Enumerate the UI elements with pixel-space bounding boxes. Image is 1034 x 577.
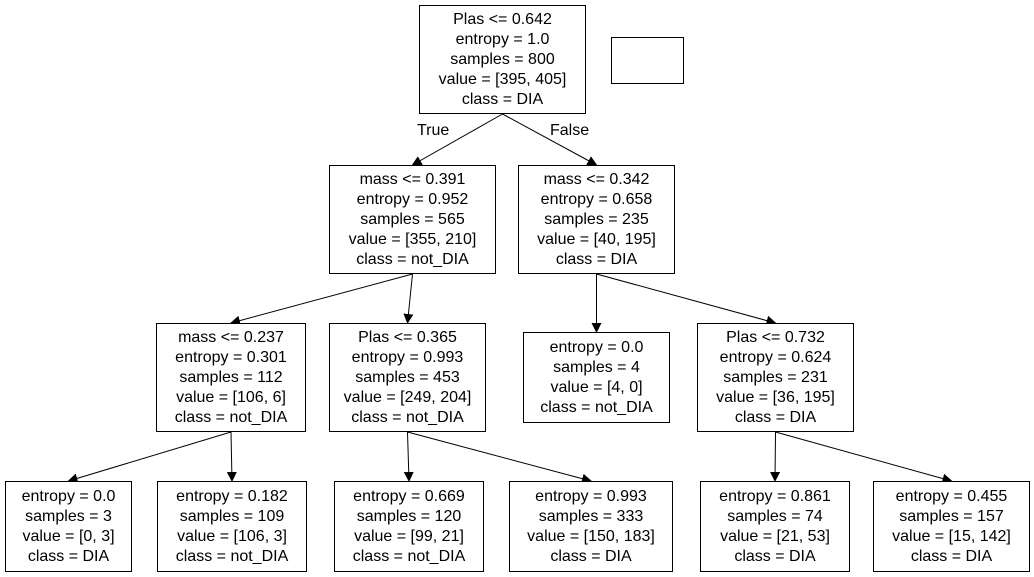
node-text-line: class = not_DIA xyxy=(351,408,464,426)
node-text-line: entropy = 0.669 xyxy=(353,487,465,505)
node-text-line: Plas <= 0.732 xyxy=(726,328,825,346)
node-text-line: samples = 120 xyxy=(356,507,462,525)
node-text-line: mass <= 0.391 xyxy=(359,170,466,188)
edge-n0-n2 xyxy=(502,113,598,166)
node-text-line: value = [249, 204] xyxy=(343,388,472,406)
node-text-line: class = not_DIA xyxy=(352,547,466,565)
node-text-line: value = [355, 210] xyxy=(348,230,477,248)
node-text-line: value = [40, 195] xyxy=(537,230,656,248)
node-text-line: samples = 800 xyxy=(450,50,555,68)
node-text-line: Plas <= 0.642 xyxy=(453,10,552,28)
edge-label-n0-n2: False xyxy=(550,122,590,139)
node-text-line: value = [4, 0] xyxy=(550,378,643,396)
node-text-line: samples = 565 xyxy=(360,210,465,228)
node-text-line: Plas <= 0.365 xyxy=(358,328,457,346)
node-text-line: samples = 4 xyxy=(553,358,640,376)
node-text-line: samples = 112 xyxy=(179,368,283,386)
node-text-line: mass <= 0.342 xyxy=(543,170,650,188)
edge-n1-n3 xyxy=(230,273,413,326)
node-text-line: samples = 231 xyxy=(723,368,828,386)
node-text-line: entropy = 1.0 xyxy=(455,30,550,48)
node-text-line: value = [106, 6] xyxy=(176,388,286,406)
edge-n3-n8 xyxy=(226,431,237,482)
node-text-line: value = [99, 21] xyxy=(354,527,464,545)
node-text-line: entropy = 0.861 xyxy=(719,487,831,505)
tree-node-n11: entropy = 0.861 samples = 74 value = [21, … xyxy=(700,481,850,572)
tree-node-n1: mass <= 0.391 entropy = 0.952 samples = 56… xyxy=(329,165,496,274)
node-text-line: class = DIA xyxy=(461,90,544,108)
node-text-line: samples = 157 xyxy=(899,507,1004,525)
edge-n6-n11 xyxy=(770,431,781,482)
node-text-line: entropy = 0.301 xyxy=(175,348,287,366)
node-text-line: class = DIA xyxy=(27,547,110,565)
tree-node-n5: entropy = 0.0 samples = 4 value = [4, 0] cl… xyxy=(523,332,670,423)
tree-node-n9: entropy = 0.669 samples = 120 value = [99,… xyxy=(334,481,484,572)
node-text-line: samples = 453 xyxy=(355,368,460,386)
node-text-line: value = [106, 3] xyxy=(177,527,287,545)
node-text-line: class = not_DIA xyxy=(356,250,469,268)
node-text-line: value = [21, 53] xyxy=(720,527,830,545)
node-text-line: class = DIA xyxy=(550,547,632,565)
node-text-line: entropy = 0.624 xyxy=(719,348,832,366)
node-text-line: class = not_DIA xyxy=(174,408,288,426)
node-text-line: entropy = 0.993 xyxy=(535,487,647,505)
tree-node-n4: Plas <= 0.365 entropy = 0.993 samples = 45… xyxy=(329,323,486,432)
edge-n2-n6 xyxy=(596,273,777,326)
edge-n1-n4 xyxy=(403,273,414,324)
node-text-line: samples = 109 xyxy=(179,507,285,525)
edge-label-n0-n1: True xyxy=(417,122,450,139)
tree-node-n12: entropy = 0.455 samples = 157 value = [15,… xyxy=(873,481,1030,572)
node-text-line: class = not_DIA xyxy=(175,547,289,565)
node-text-line: entropy = 0.0 xyxy=(549,338,644,356)
node-text-line: value = [0, 3] xyxy=(22,527,115,545)
node-text-line: entropy = 0.0 xyxy=(21,487,116,505)
node-text-line: class = not_DIA xyxy=(540,398,653,416)
node-text-line: entropy = 0.455 xyxy=(895,487,1008,505)
tree-node-n7: entropy = 0.0 samples = 3 value = [0, 3] cl… xyxy=(5,481,132,572)
node-text-line: mass <= 0.237 xyxy=(178,328,284,346)
node-text-line: samples = 333 xyxy=(538,507,644,525)
node-text-line: class = DIA xyxy=(734,547,816,565)
node-text-line: value = [36, 195] xyxy=(716,388,835,406)
node-text-line: value = [150, 183] xyxy=(527,527,655,545)
tree-node-n3: mass <= 0.237 entropy = 0.301 samples = 11… xyxy=(156,323,306,432)
edge-n0-n1 xyxy=(411,113,503,166)
tree-node-n8: entropy = 0.182 samples = 109 value = [106… xyxy=(157,481,307,572)
edge-n4-n9 xyxy=(403,431,414,482)
tree-node-n2: mass <= 0.342 entropy = 0.658 samples = 23… xyxy=(518,165,675,274)
empty-legend-box xyxy=(611,37,684,84)
node-text-line: samples = 3 xyxy=(25,507,112,525)
node-text-line: class = DIA xyxy=(555,250,638,268)
node-text-line: value = [15, 142] xyxy=(892,527,1011,545)
node-text-line: value = [395, 405] xyxy=(438,70,567,88)
edge-n4-n10 xyxy=(407,431,592,484)
node-text-line: entropy = 0.182 xyxy=(176,487,288,505)
node-text-line: samples = 74 xyxy=(727,507,823,525)
node-text-line: entropy = 0.952 xyxy=(356,190,469,208)
node-text-line: class = DIA xyxy=(734,408,817,426)
tree-node-n0: Plas <= 0.642 entropy = 1.0 samples = 800 v… xyxy=(419,5,586,114)
node-text-line: entropy = 0.658 xyxy=(540,190,653,208)
node-text-line: samples = 235 xyxy=(544,210,649,228)
edge-n3-n7 xyxy=(67,431,232,484)
node-text-line: entropy = 0.993 xyxy=(351,348,464,366)
tree-node-n6: Plas <= 0.732 entropy = 0.624 samples = 23… xyxy=(697,323,854,432)
node-text-line: class = DIA xyxy=(910,547,993,565)
tree-node-n10: entropy = 0.993 samples = 333 value = [150… xyxy=(509,481,673,572)
edge-n6-n12 xyxy=(775,431,953,484)
